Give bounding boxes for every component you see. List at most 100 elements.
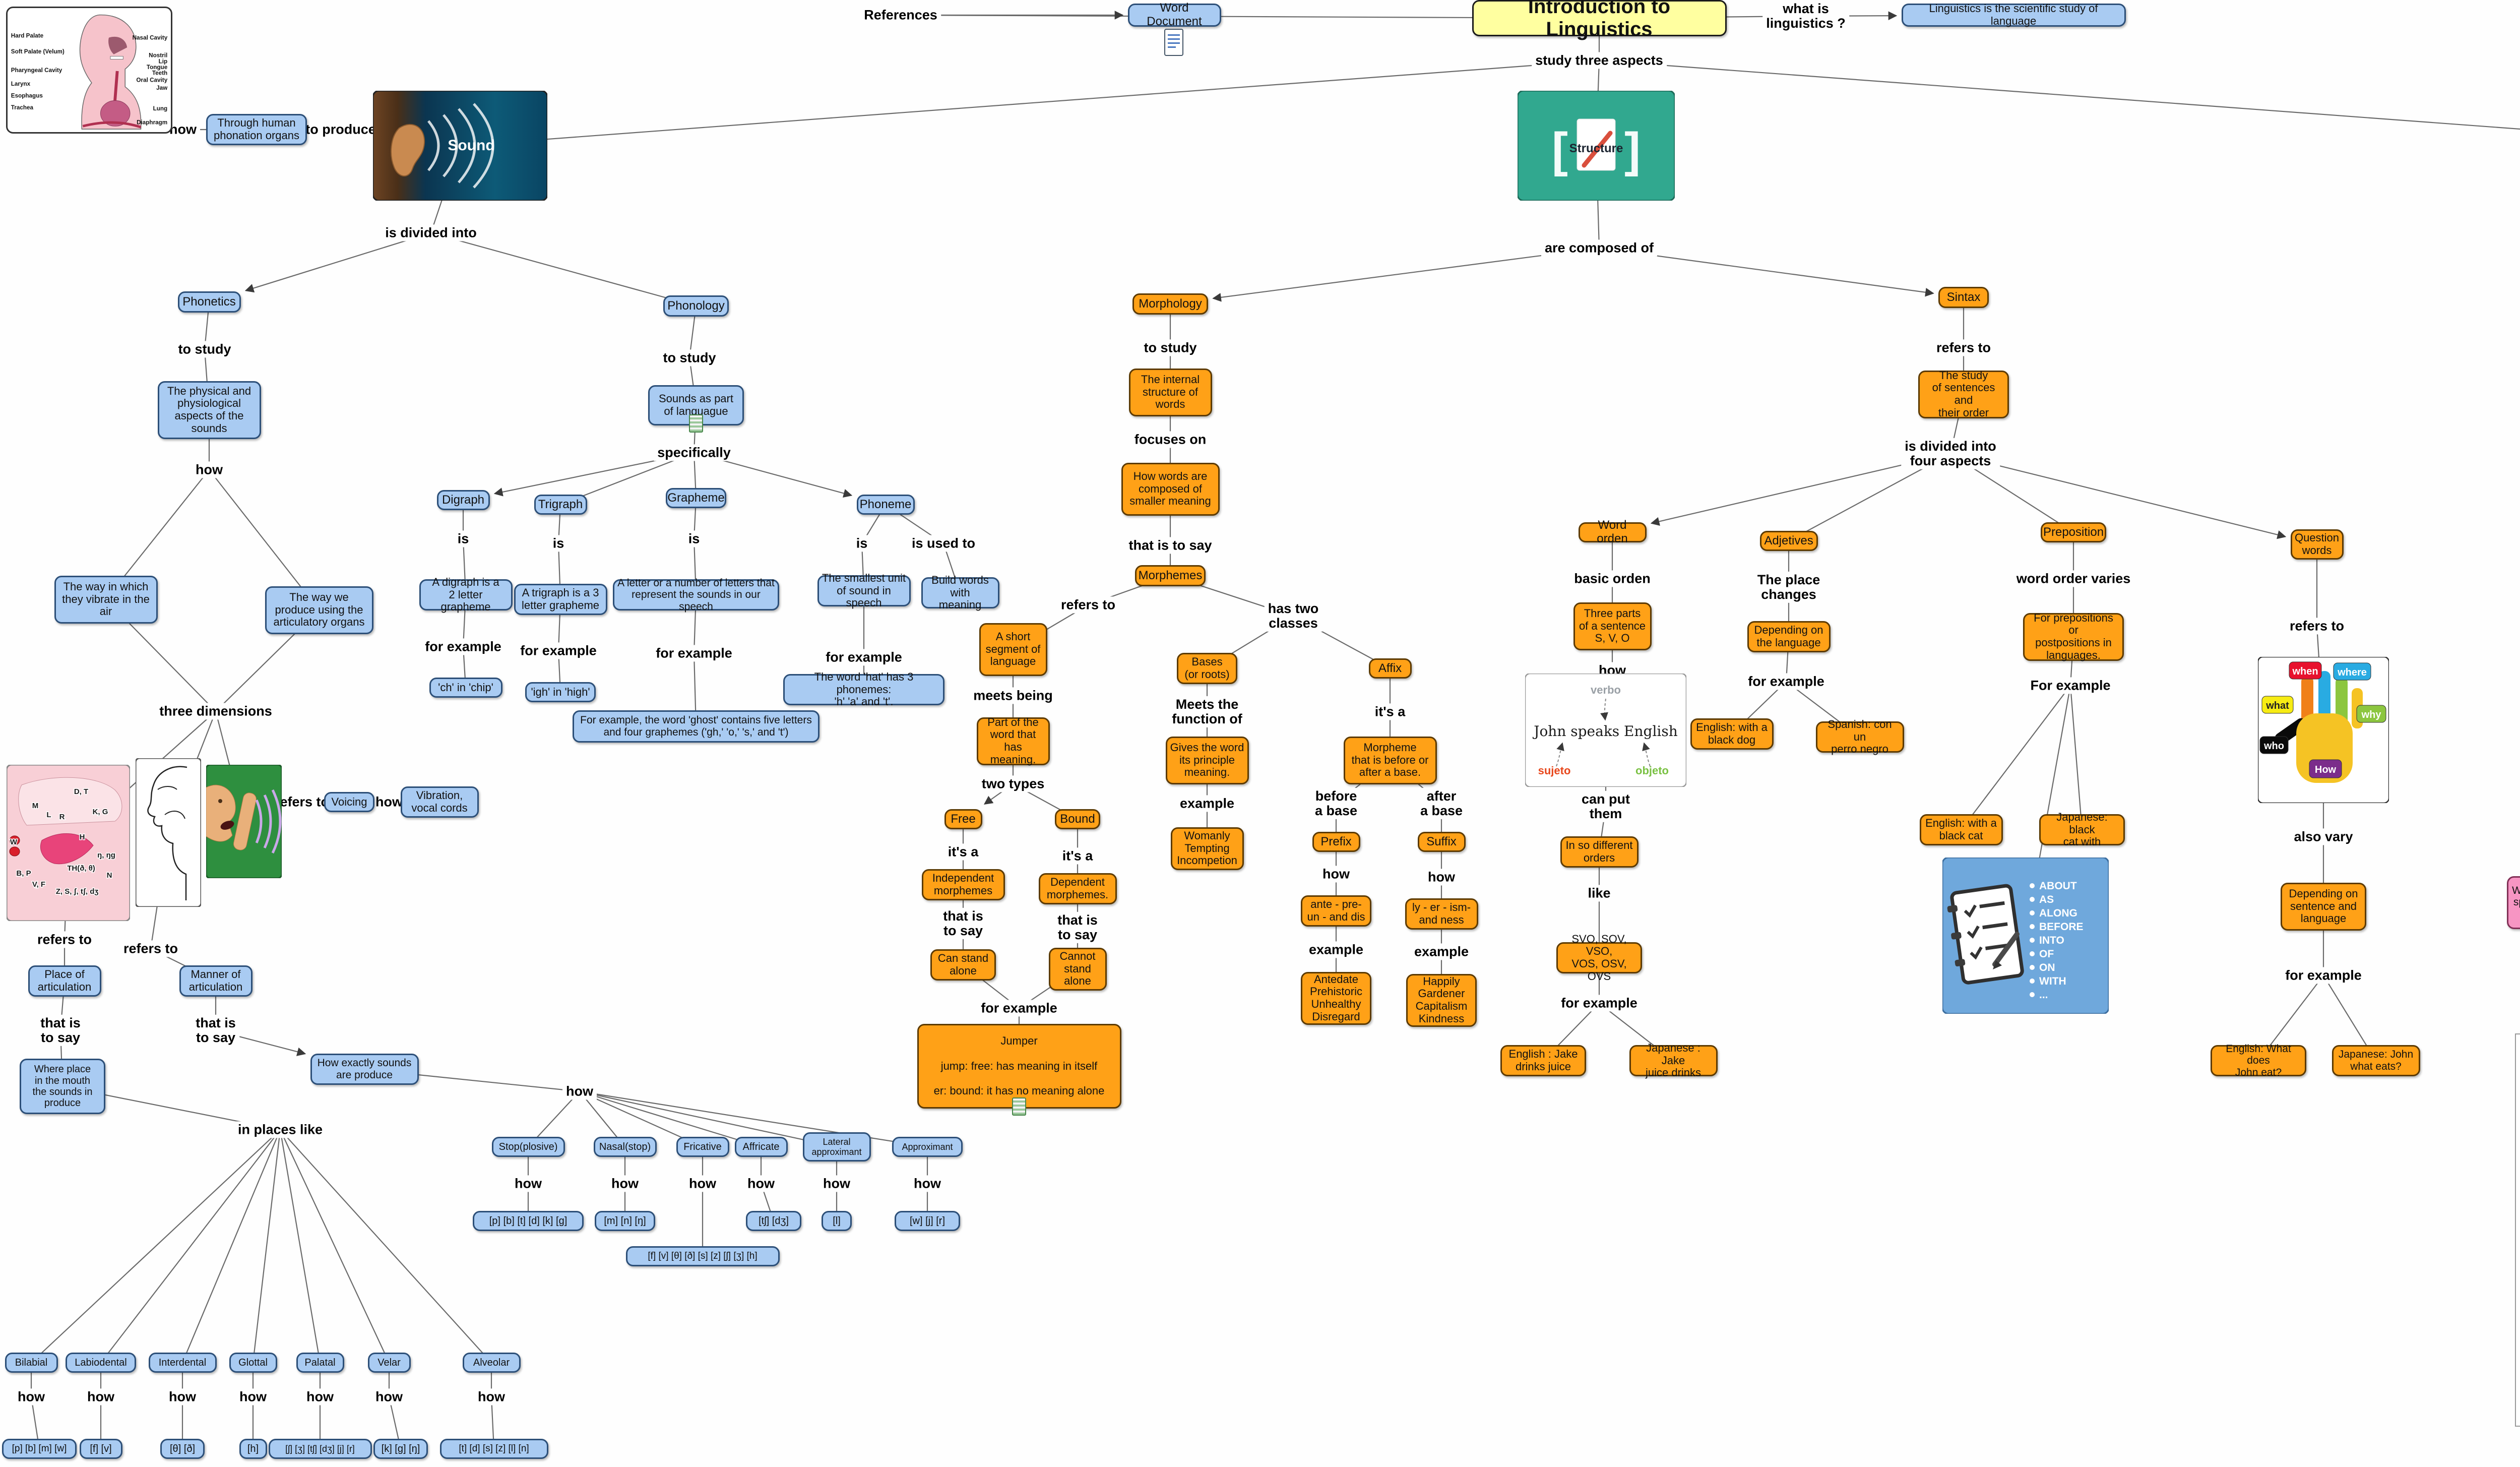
concept-palatal-ph[interactable]: [ʃ] [ʒ] [tʃ] [dʒ] [j] [r]: [268, 1439, 372, 1459]
concept-question-w[interactable]: Question words: [2290, 529, 2344, 560]
concept-voicing[interactable]: Voicing: [324, 792, 374, 812]
ear-img[interactable]: Sound: [372, 90, 548, 202]
concept-words-same[interactable]: Words that have same spelling and the sa…: [2507, 876, 2520, 929]
concept-interdental[interactable]: Interdental: [148, 1353, 217, 1373]
concept-phoneme[interactable]: Phoneme: [856, 495, 915, 515]
green-shout[interactable]: [205, 764, 283, 879]
structure-img[interactable]: []Structure: [1517, 90, 1676, 202]
concept-bound[interactable]: Bound: [1055, 809, 1100, 829]
concept-sounds-part[interactable]: Sounds as part of languague: [648, 385, 744, 433]
concept-ch-chip[interactable]: 'ch' in 'chip': [429, 678, 502, 698]
concept-alveolar[interactable]: Alveolar: [462, 1353, 521, 1373]
concept-japanese-cat[interactable]: Japanese: black cat with: [2039, 811, 2125, 848]
concept-depending-lang[interactable]: Depending on the language: [1747, 621, 1831, 652]
concept-ghost[interactable]: For example, the word 'ghost' contains f…: [573, 710, 820, 743]
concept-three-parts[interactable]: Three parts of a sentence S, V, O: [1573, 602, 1652, 650]
concept-morphemes[interactable]: Morphemes: [1135, 565, 1206, 586]
concept-adjetives[interactable]: Adjetives: [1759, 531, 1818, 551]
concept-grapheme-def[interactable]: A letter or a number of letters that rep…: [613, 577, 779, 613]
concept-ly-er[interactable]: ly - er - ism- and ness: [1405, 898, 1478, 930]
concept-cannot[interactable]: Cannot stand alone: [1048, 947, 1107, 991]
concept-lateral[interactable]: Lateral approximant: [802, 1132, 871, 1162]
concept-igh-high[interactable]: 'igh' in 'high': [525, 682, 596, 702]
concept-way-produce[interactable]: The way we produce using the articulator…: [265, 586, 373, 634]
concept-phonology[interactable]: Phonology: [663, 295, 729, 317]
concept-can-stand[interactable]: Can stand alone: [930, 949, 996, 981]
concept-in-diff[interactable]: In so different orders: [1560, 836, 1639, 868]
concept-prefix[interactable]: Prefix: [1312, 832, 1360, 852]
concept-japanese-what[interactable]: Japanese: John what eats?: [2332, 1045, 2420, 1076]
concept-alveolar-ph[interactable]: [t] [d] [s] [z] [l] [n]: [439, 1439, 548, 1459]
concept-place-art[interactable]: Place of articulation: [28, 965, 101, 997]
vocal-tract[interactable]: [135, 757, 202, 907]
concept-lateral-ph[interactable]: [l]: [822, 1211, 852, 1231]
concept-affricate-ph[interactable]: [tʃ] [dʒ]: [746, 1211, 801, 1231]
concept-palatal[interactable]: Palatal: [296, 1353, 344, 1373]
concept-suffix[interactable]: Suffix: [1417, 832, 1466, 852]
concept-grapheme[interactable]: Grapheme: [666, 488, 726, 508]
concept-part-word[interactable]: Part of the word that has meaning.: [976, 716, 1050, 765]
concept-morpheme-ba[interactable]: Morpheme that is before or after a base.: [1343, 736, 1437, 784]
concept-where-place[interactable]: Where place in the mouth the sounds in p…: [20, 1059, 105, 1114]
concept-labiodental[interactable]: Labiodental: [66, 1353, 136, 1373]
concept-velar-ph[interactable]: [k] [g] [ŋ]: [373, 1439, 428, 1459]
concept-manner-art[interactable]: Manner of articulation: [179, 965, 253, 997]
concept-linguistics-def[interactable]: Linguistics is the scientific study of l…: [1901, 2, 2126, 27]
concept-nasal-ph[interactable]: [m] [n] [ŋ]: [595, 1211, 655, 1231]
concept-affix[interactable]: Affix: [1368, 658, 1412, 679]
concept-labiodental-ph[interactable]: [f] [v]: [79, 1439, 122, 1459]
concept-vibration[interactable]: Vibration, vocal cords: [400, 786, 479, 818]
concept-stop[interactable]: Stop(plosive): [491, 1137, 565, 1157]
concept-english-jake[interactable]: English : Jake drinks juice: [1500, 1045, 1586, 1076]
concept-phonetics[interactable]: Phonetics: [177, 291, 241, 313]
concept-japanese-jake[interactable]: Japanese : Jake juice drinks: [1629, 1042, 1718, 1079]
concept-way-vibrate[interactable]: The way in which they vibrate in the air: [54, 575, 158, 624]
concept-through-human[interactable]: Through human phonation organs: [206, 114, 307, 145]
concept-bilabial-ph[interactable]: [p] [b] [m] [w]: [2, 1439, 77, 1459]
concept-digraph-def[interactable]: A digraph is a 2 letter grapheme: [419, 576, 513, 613]
concept-study-sent[interactable]: The study of sentences and their order: [1918, 369, 2009, 418]
concept-digraph[interactable]: Digraph: [436, 490, 490, 510]
concept-nasal[interactable]: Nasal(stop): [593, 1137, 657, 1157]
media-icon[interactable]: [1012, 1097, 1026, 1116]
concept-svo[interactable]: SVO, SOV, VSO, VOS, OSV, OVS: [1556, 933, 1642, 982]
concept-preposition[interactable]: Preposition: [2041, 522, 2106, 542]
concept-hat[interactable]: The word 'hat' has 3 phonemes: 'h' 'a' a…: [783, 670, 944, 708]
concept-stop-ph[interactable]: [p] [b] [t] [d] [k] [g]: [473, 1211, 584, 1231]
concept-how-exactly[interactable]: How exactly sounds are produce: [310, 1054, 419, 1085]
concept-womanly[interactable]: Womanly Tempting Incompetion: [1170, 827, 1244, 870]
concept-jumper[interactable]: Jumper jump: free: has meaning in itself…: [917, 1024, 1121, 1116]
concept-approximant-ph[interactable]: [w] [j] [r]: [895, 1211, 960, 1231]
concept-happily[interactable]: Happily Gardener Capitalism Kindness: [1406, 973, 1477, 1027]
concept-morphology[interactable]: Morphology: [1132, 293, 1208, 315]
concept-indep[interactable]: Independent morphemes: [921, 869, 1005, 900]
concept-dep-sent[interactable]: Depending on sentence and language: [2281, 882, 2366, 931]
concept-build-words[interactable]: Build words with meaning: [921, 574, 999, 611]
concept-for-prep[interactable]: For prepositions or postpositions in lan…: [2023, 612, 2124, 661]
concept-phoneme-def[interactable]: The smallest unit of sound in speech: [817, 572, 911, 609]
concept-word-orden[interactable]: Word orden: [1578, 518, 1647, 545]
concept-sintax[interactable]: Sintax: [1938, 287, 1989, 308]
concept-english-cat[interactable]: English: with a black cat: [1919, 814, 2003, 845]
concept-affricate[interactable]: Affricate: [734, 1137, 788, 1157]
concept-fricative-ph[interactable]: [f] [v] [θ] [ð] [s] [z] [ʃ] [ʒ] [h]: [625, 1246, 780, 1266]
concept-word-document[interactable]: Word Document: [1127, 1, 1221, 28]
concept-free[interactable]: Free: [944, 809, 982, 829]
concept-short-seg[interactable]: A short segment of language: [979, 623, 1047, 676]
concept-physical[interactable]: The physical and physiological aspects o…: [157, 381, 261, 439]
concept-trigraph[interactable]: Trigraph: [534, 495, 587, 515]
concept-internal[interactable]: The internal structure of words: [1128, 368, 1212, 416]
concept-gives-word[interactable]: Gives the word its principle meaning.: [1165, 736, 1249, 784]
concept-interdental-ph[interactable]: [θ] [ð]: [160, 1439, 205, 1459]
media-icon[interactable]: [689, 414, 703, 433]
word-doc-icon[interactable]: [1163, 28, 1186, 56]
concept-bilabial[interactable]: Bilabial: [5, 1353, 58, 1373]
concept-glottal-ph[interactable]: [h]: [239, 1439, 267, 1459]
concept-trigraph-def[interactable]: A trigraph is a 3 letter grapheme: [514, 584, 607, 615]
concept-velar[interactable]: Velar: [367, 1353, 411, 1373]
concept-spanish-perro[interactable]: Spanish: con un perro negro: [1815, 718, 1904, 755]
